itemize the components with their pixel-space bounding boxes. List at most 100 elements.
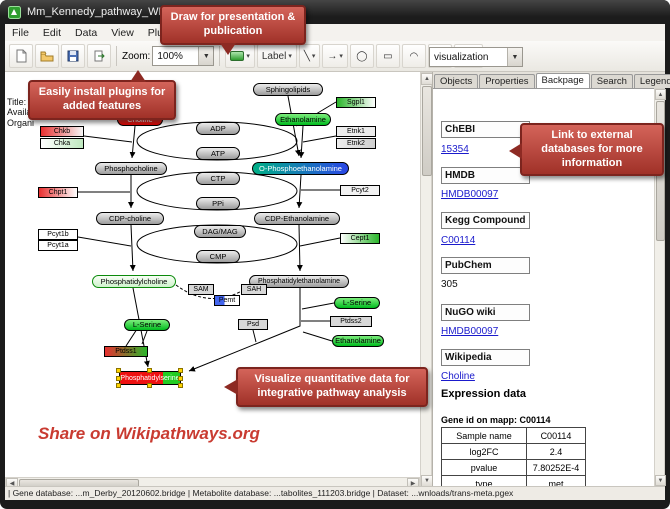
chevron-down-icon[interactable]: ▼ bbox=[198, 47, 214, 65]
table-cell: Sample name bbox=[441, 427, 527, 444]
pathway-canvas[interactable]: Title: Availa Organi bbox=[5, 72, 420, 477]
pathway-info-text: Title: Availa Organi bbox=[7, 97, 35, 128]
zoom-combobox[interactable]: 100% ▼ bbox=[152, 46, 215, 66]
node-chka[interactable]: Chka bbox=[40, 138, 84, 149]
canvas-vertical-scrollbar[interactable]: ▲ ▼ bbox=[420, 72, 433, 488]
hmdb-id-link[interactable]: HMDB00097 bbox=[441, 189, 499, 200]
menu-edit[interactable]: Edit bbox=[42, 26, 62, 39]
expression-data-heading: Expression data bbox=[441, 388, 526, 400]
toolbar-separator bbox=[116, 46, 117, 66]
visualization-combobox[interactable]: visualization ▼ bbox=[429, 47, 523, 67]
kegg-id-link[interactable]: C00114 bbox=[441, 235, 476, 246]
tab-search[interactable]: Search bbox=[590, 74, 633, 88]
nugo-id-link[interactable]: HMDB00097 bbox=[441, 326, 499, 337]
toolbar: Zoom: 100% ▼ ▾ Label▾ ╲▾ →▾ ◯ ▭ ◠ ◡ bbox=[5, 41, 665, 72]
table-cell: log2FC bbox=[441, 443, 527, 460]
tab-properties[interactable]: Properties bbox=[479, 74, 535, 88]
node-ctp[interactable]: CTP bbox=[196, 172, 240, 185]
selection-handle[interactable] bbox=[178, 368, 183, 373]
arc-tool-button[interactable]: ◠ bbox=[401, 44, 426, 68]
node-cdp-ethanolamine[interactable]: CDP-Ethanolamine bbox=[254, 212, 340, 225]
node-sam[interactable]: SAM bbox=[188, 284, 214, 295]
selection-handle[interactable] bbox=[147, 368, 152, 373]
tab-backpage[interactable]: Backpage bbox=[535, 73, 590, 88]
node-atp[interactable]: ATP bbox=[196, 147, 240, 160]
datanode-tool-button[interactable]: ▾ bbox=[225, 44, 255, 68]
pubchem-id-value: 305 bbox=[441, 279, 458, 290]
node-phosphatidylcholine[interactable]: Phosphatidylcholine bbox=[92, 275, 176, 288]
table-row: log2FC 2.4 bbox=[441, 443, 586, 460]
status-bar: | Gene database: ...m_Derby_20120602.bri… bbox=[5, 486, 665, 500]
node-ppi[interactable]: PPi bbox=[196, 197, 240, 210]
chevron-down-icon[interactable]: ▼ bbox=[507, 48, 522, 66]
wikipedia-link[interactable]: Choline bbox=[441, 371, 475, 382]
node-o-phosphoethanolamine[interactable]: O-Phosphoethanolamine bbox=[252, 162, 349, 175]
callout-pointer-icon bbox=[224, 379, 238, 395]
visualization-value: visualization bbox=[434, 51, 489, 63]
export-button[interactable] bbox=[87, 44, 111, 68]
new-button[interactable] bbox=[9, 44, 33, 68]
selection-handle[interactable] bbox=[116, 383, 121, 388]
selection-handle[interactable] bbox=[116, 368, 121, 373]
zoom-value: 100% bbox=[157, 50, 183, 62]
save-button[interactable] bbox=[61, 44, 85, 68]
node-cdp-choline[interactable]: CDP-choline bbox=[96, 212, 164, 225]
main-content: Title: Availa Organi bbox=[5, 72, 670, 489]
chevron-down-icon: ▾ bbox=[288, 53, 292, 60]
rectangle-tool-button[interactable]: ▭ bbox=[375, 44, 400, 68]
open-folder-icon bbox=[40, 51, 54, 62]
chevron-down-icon: ▾ bbox=[339, 53, 343, 60]
menu-view[interactable]: View bbox=[111, 26, 134, 39]
node-sphingolipids[interactable]: Sphingolipids bbox=[253, 83, 323, 96]
node-etnk2[interactable]: Etnk2 bbox=[336, 138, 376, 149]
node-chpt1[interactable]: Chpt1 bbox=[38, 187, 78, 198]
scroll-down-icon[interactable]: ▼ bbox=[655, 475, 666, 486]
node-etnk1[interactable]: Etnk1 bbox=[336, 126, 376, 137]
node-pcyt2[interactable]: Pcyt2 bbox=[340, 185, 380, 196]
node-ethanolamine-2[interactable]: Ethanolamine bbox=[332, 335, 384, 347]
label-tool-button[interactable]: Label▾ bbox=[256, 44, 297, 68]
datanode-icon bbox=[230, 51, 245, 61]
node-phosphocholine[interactable]: Phosphocholine bbox=[95, 162, 167, 175]
node-l-serine-left[interactable]: L-Serine bbox=[124, 319, 170, 331]
node-adp[interactable]: ADP bbox=[196, 122, 240, 135]
selection-handle[interactable] bbox=[178, 383, 183, 388]
node-ptdss2[interactable]: Ptdss2 bbox=[330, 316, 372, 327]
selection-handle[interactable] bbox=[147, 383, 152, 388]
node-l-serine-right[interactable]: L-Serine bbox=[334, 297, 380, 309]
node-dag-mag[interactable]: DAG/MAG bbox=[194, 225, 246, 238]
section-title-wikipedia: Wikipedia bbox=[441, 349, 530, 366]
selection-handle[interactable] bbox=[116, 376, 121, 381]
tab-legend[interactable]: Legend bbox=[633, 74, 670, 88]
menu-data[interactable]: Data bbox=[75, 26, 98, 39]
node-sgpl1[interactable]: Sgpl1 bbox=[336, 97, 376, 108]
node-pemt[interactable]: Pemt bbox=[214, 295, 240, 306]
node-pcyt1b[interactable]: Pcyt1b bbox=[38, 229, 78, 240]
node-sah[interactable]: SAH bbox=[241, 284, 267, 295]
node-cmp[interactable]: CMP bbox=[196, 250, 240, 263]
node-ethanolamine[interactable]: Ethanolamine bbox=[275, 113, 331, 126]
menu-file[interactable]: File bbox=[12, 26, 29, 39]
node-psd[interactable]: Psd bbox=[238, 319, 268, 330]
node-pcyt1a[interactable]: Pcyt1a bbox=[38, 240, 78, 251]
new-file-icon bbox=[16, 49, 27, 63]
node-cept1[interactable]: Cept1 bbox=[340, 233, 380, 244]
line-tool-button[interactable]: ╲▾ bbox=[298, 44, 321, 68]
arc-icon: ◠ bbox=[409, 50, 419, 62]
title-bar[interactable]: Mm_Kennedy_pathway_WP1771_45176.gpml bbox=[0, 0, 670, 24]
node-phosphatidylethanolamine[interactable]: Phosphatidylethanolamine bbox=[249, 275, 349, 288]
tab-objects[interactable]: Objects bbox=[434, 74, 479, 88]
node-chkb[interactable]: Chkb bbox=[40, 126, 84, 137]
chebi-id-link[interactable]: 15354 bbox=[441, 144, 469, 155]
table-cell: pvalue bbox=[441, 459, 527, 476]
selection-handle[interactable] bbox=[178, 376, 183, 381]
oval-tool-button[interactable]: ◯ bbox=[349, 44, 374, 68]
arrow-tool-button[interactable]: →▾ bbox=[322, 44, 348, 68]
node-ptdss1[interactable]: Ptdss1 bbox=[104, 346, 148, 357]
scroll-up-icon[interactable]: ▲ bbox=[655, 89, 666, 100]
chevron-down-icon: ▾ bbox=[311, 53, 316, 60]
open-button[interactable] bbox=[35, 44, 59, 68]
scrollbar-thumb[interactable] bbox=[422, 86, 432, 176]
toolbar-separator bbox=[219, 46, 221, 66]
